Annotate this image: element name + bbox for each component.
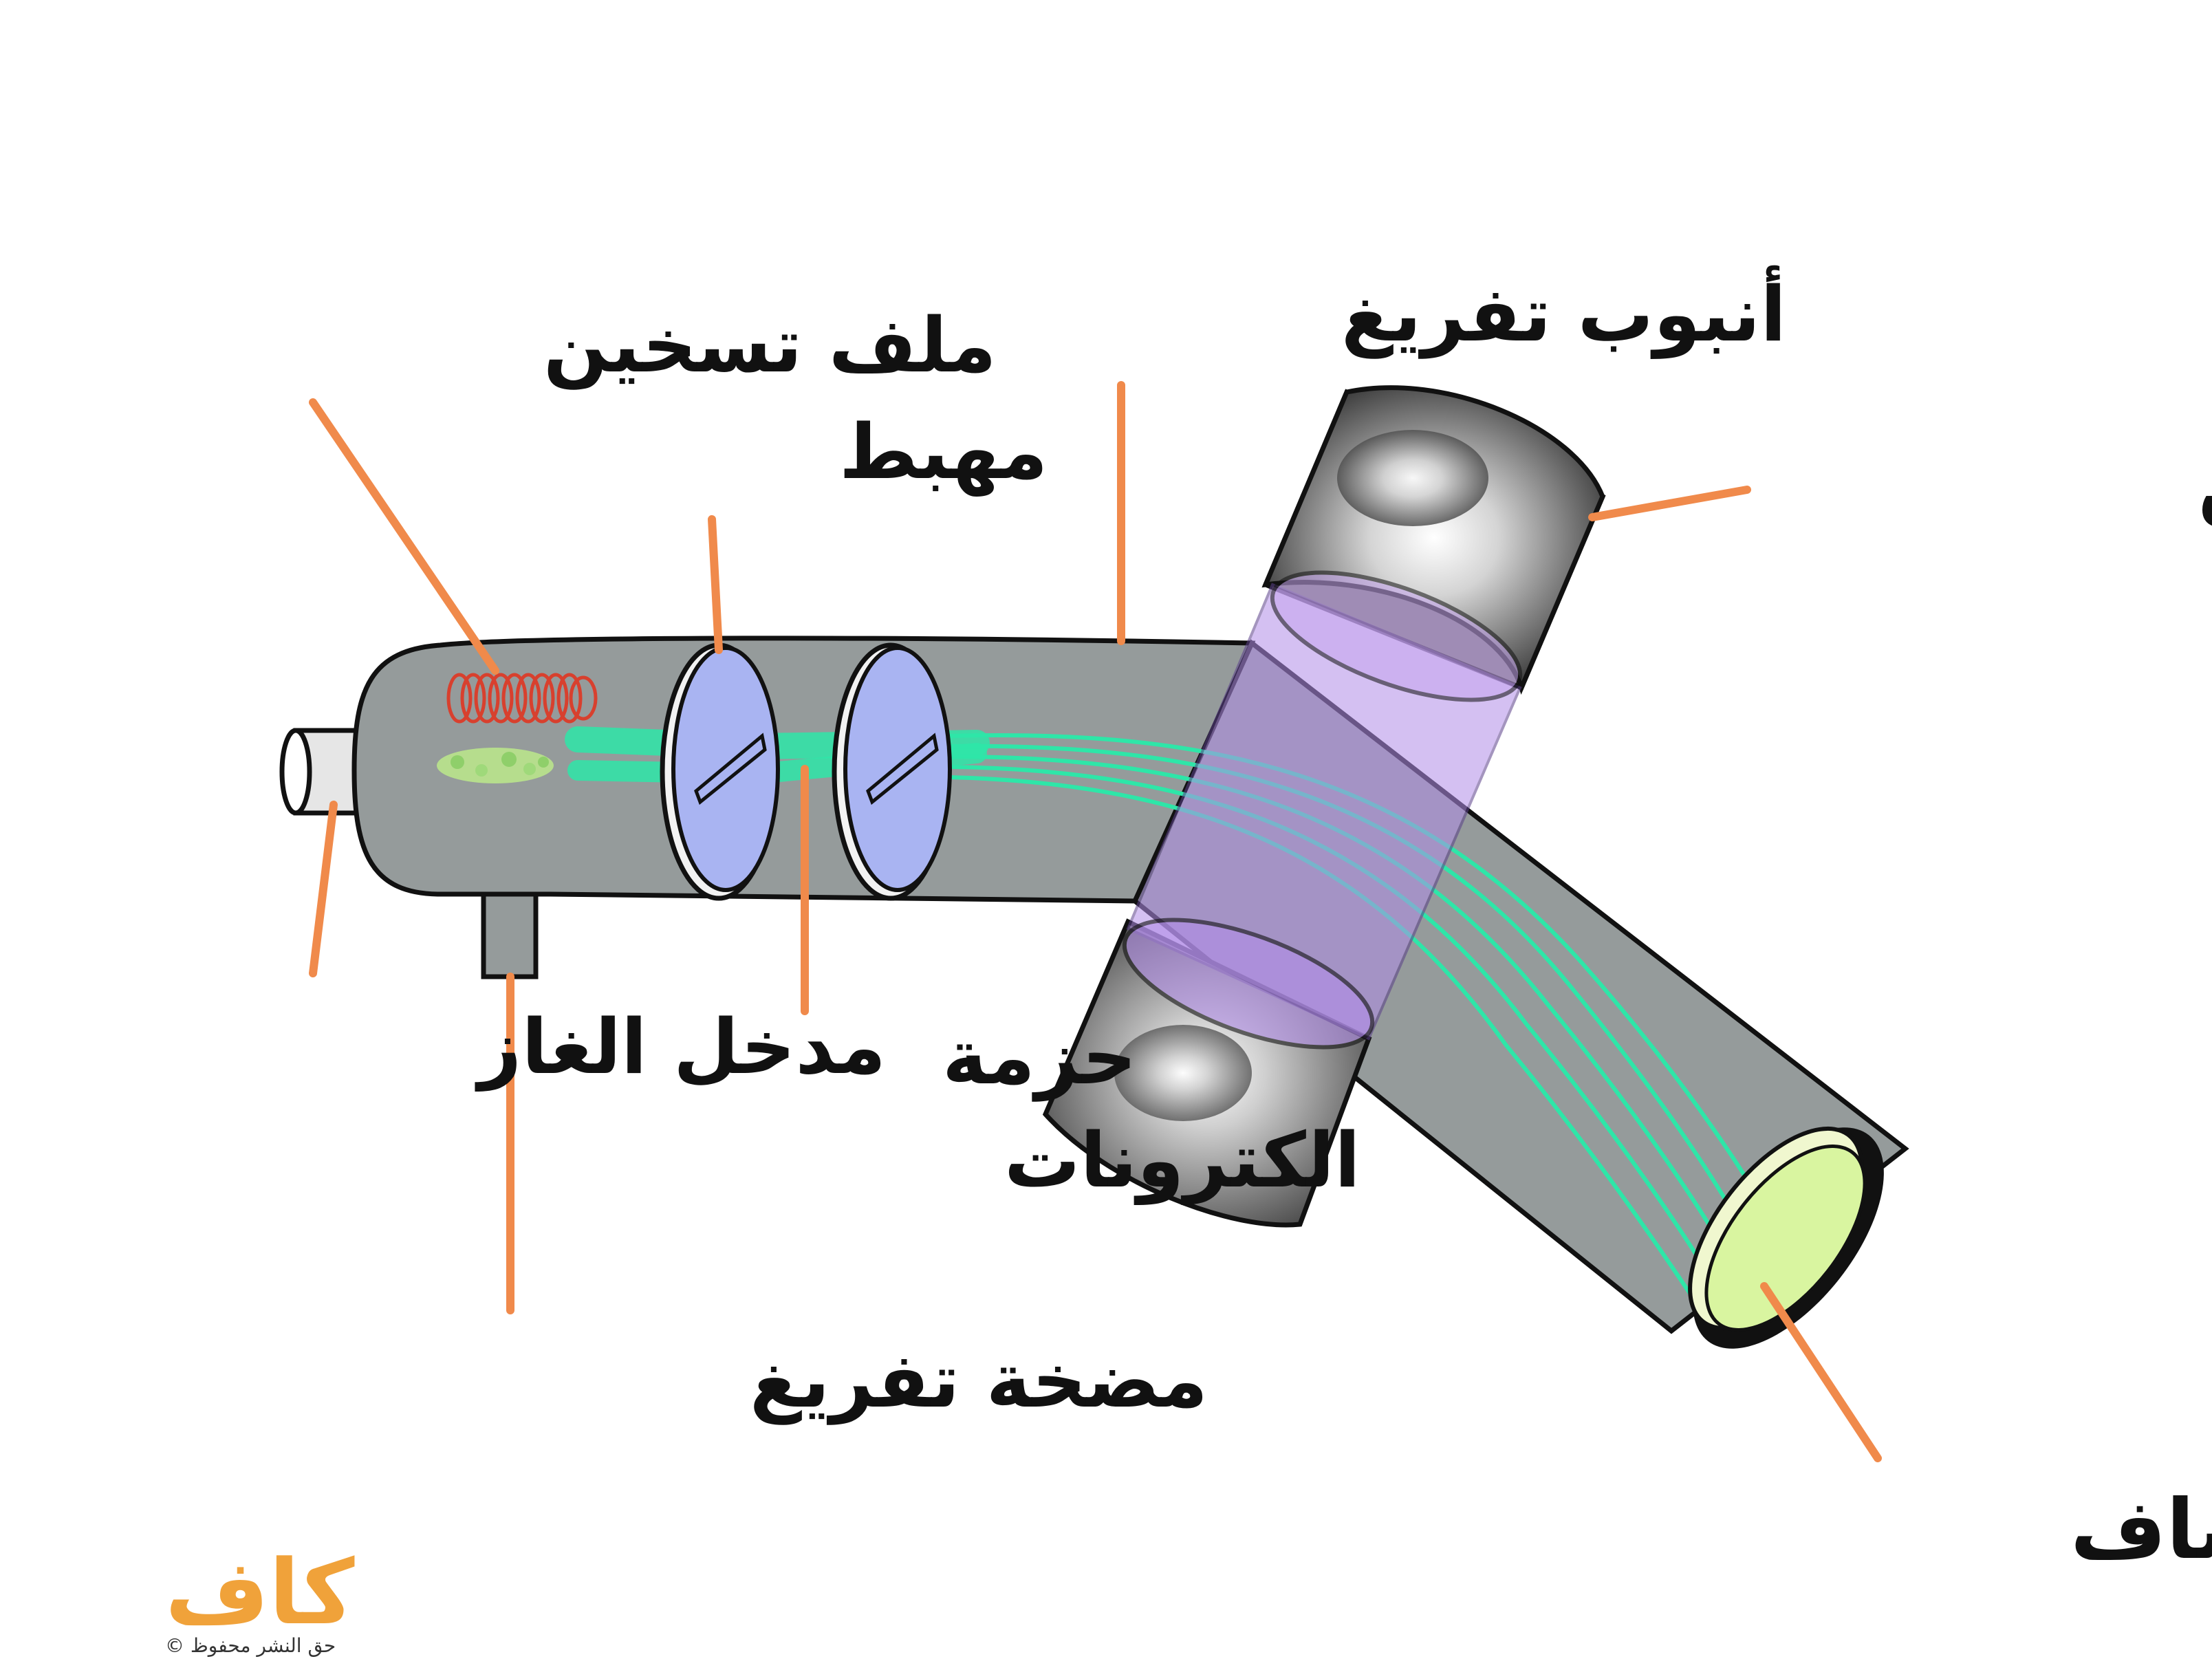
label-vacuum-pump: مضخة تفريغ <box>750 1336 1208 1425</box>
label-cathode: مهبط <box>839 408 1048 497</box>
magnet-lower <box>1042 918 1372 1228</box>
pointer-magnets <box>1588 486 1751 521</box>
label-electron-beam-line1: حزمة <box>942 1013 1137 1102</box>
copyright-note: حق النشر محفوظ © <box>165 1634 336 1657</box>
label-electron-beam-line2: الكترونات <box>1004 1116 1360 1205</box>
pointer-detector <box>1760 1282 1882 1462</box>
brand-logo: كاف <box>165 1540 355 1645</box>
gas-cloud <box>437 748 554 783</box>
label-heating-coil: ملف تسخين <box>543 301 997 390</box>
pointer-lines <box>309 381 1882 1462</box>
pointer-heating-coil <box>309 398 499 675</box>
detector <box>1688 1126 1884 1349</box>
label-magnets: مغناطيس <box>2198 439 2212 528</box>
heating-coil <box>446 673 598 724</box>
pointer-gas-inlet <box>309 801 338 977</box>
label-gas-inlet: مدخل الغاز <box>475 1003 886 1092</box>
pointer-cathode <box>708 515 723 654</box>
magnetic-field-band <box>1122 570 1523 1050</box>
cathode-electrode <box>660 642 780 901</box>
label-detector: مكشاف <box>2070 1482 2212 1578</box>
anode-electrode <box>832 642 952 901</box>
label-discharge-tube: أنبوب تفريغ <box>1341 265 1786 359</box>
